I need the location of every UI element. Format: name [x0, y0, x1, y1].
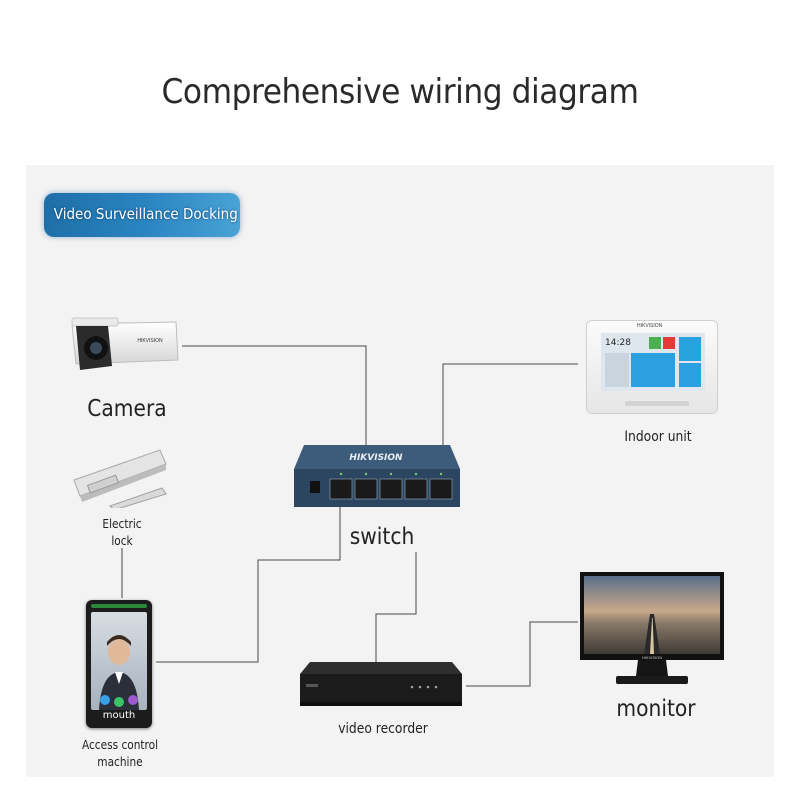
switch-icon: HIKVISION [294, 445, 460, 507]
access-control-label-line2: machine [97, 755, 143, 769]
indoor-unit-screen: 14:28 [601, 333, 705, 391]
camera-brand-text: HIKVISION [137, 338, 163, 344]
camera-icon: HIKVISION [71, 317, 179, 370]
electric-lock-icon [73, 449, 167, 511]
electric-lock-label: Electric lock [92, 516, 152, 550]
electric-lock-label-line2: lock [111, 534, 133, 548]
switch-device: HIKVISION [292, 443, 462, 518]
access-control-screen-text: mouth [102, 710, 136, 721]
indoor-unit-device: 14:28 HIKVISION [586, 320, 718, 414]
indoor-unit-clock: 14:28 [605, 338, 631, 348]
monitor-device: HIKVISION [580, 572, 724, 693]
indoor-unit-label: Indoor unit [624, 429, 692, 445]
access-control-device: mouth [86, 600, 152, 728]
monitor-label: monitor [616, 696, 696, 722]
electric-lock-label-line1: Electric [102, 517, 142, 531]
page-title: Comprehensive wiring diagram [161, 72, 639, 112]
wire-camera-switch [182, 345, 367, 482]
video-recorder-device [300, 662, 462, 711]
switch-label: switch [349, 524, 415, 550]
indoor-unit-button-strip [625, 401, 689, 406]
access-control-label-line1: Access control [81, 738, 159, 752]
camera-label: Camera [87, 396, 167, 422]
monitor-icon: HIKVISION [580, 572, 724, 684]
access-control-label: Access control machine [78, 737, 162, 771]
indoor-unit-brand-text: HIKVISION [637, 323, 663, 329]
video-recorder-icon [300, 662, 462, 706]
face-portrait-icon [99, 635, 139, 710]
section-badge: Video Surveillance Docking [44, 193, 240, 237]
section-badge-label: Video Surveillance Docking [53, 205, 238, 223]
wire-access-switch [156, 503, 341, 663]
monitor-brand-text: HIKVISION [642, 655, 662, 660]
camera-device: HIKVISION [68, 314, 183, 379]
status-led-bar [91, 604, 147, 608]
electric-lock-device [70, 446, 170, 513]
switch-brand-text: HIKVISION [349, 453, 403, 463]
wire-indoor-switch [442, 363, 578, 482]
video-recorder-label: video recorder [338, 721, 428, 737]
wire-recorder-switch [375, 552, 417, 662]
wire-recorder-monitor [466, 621, 578, 687]
